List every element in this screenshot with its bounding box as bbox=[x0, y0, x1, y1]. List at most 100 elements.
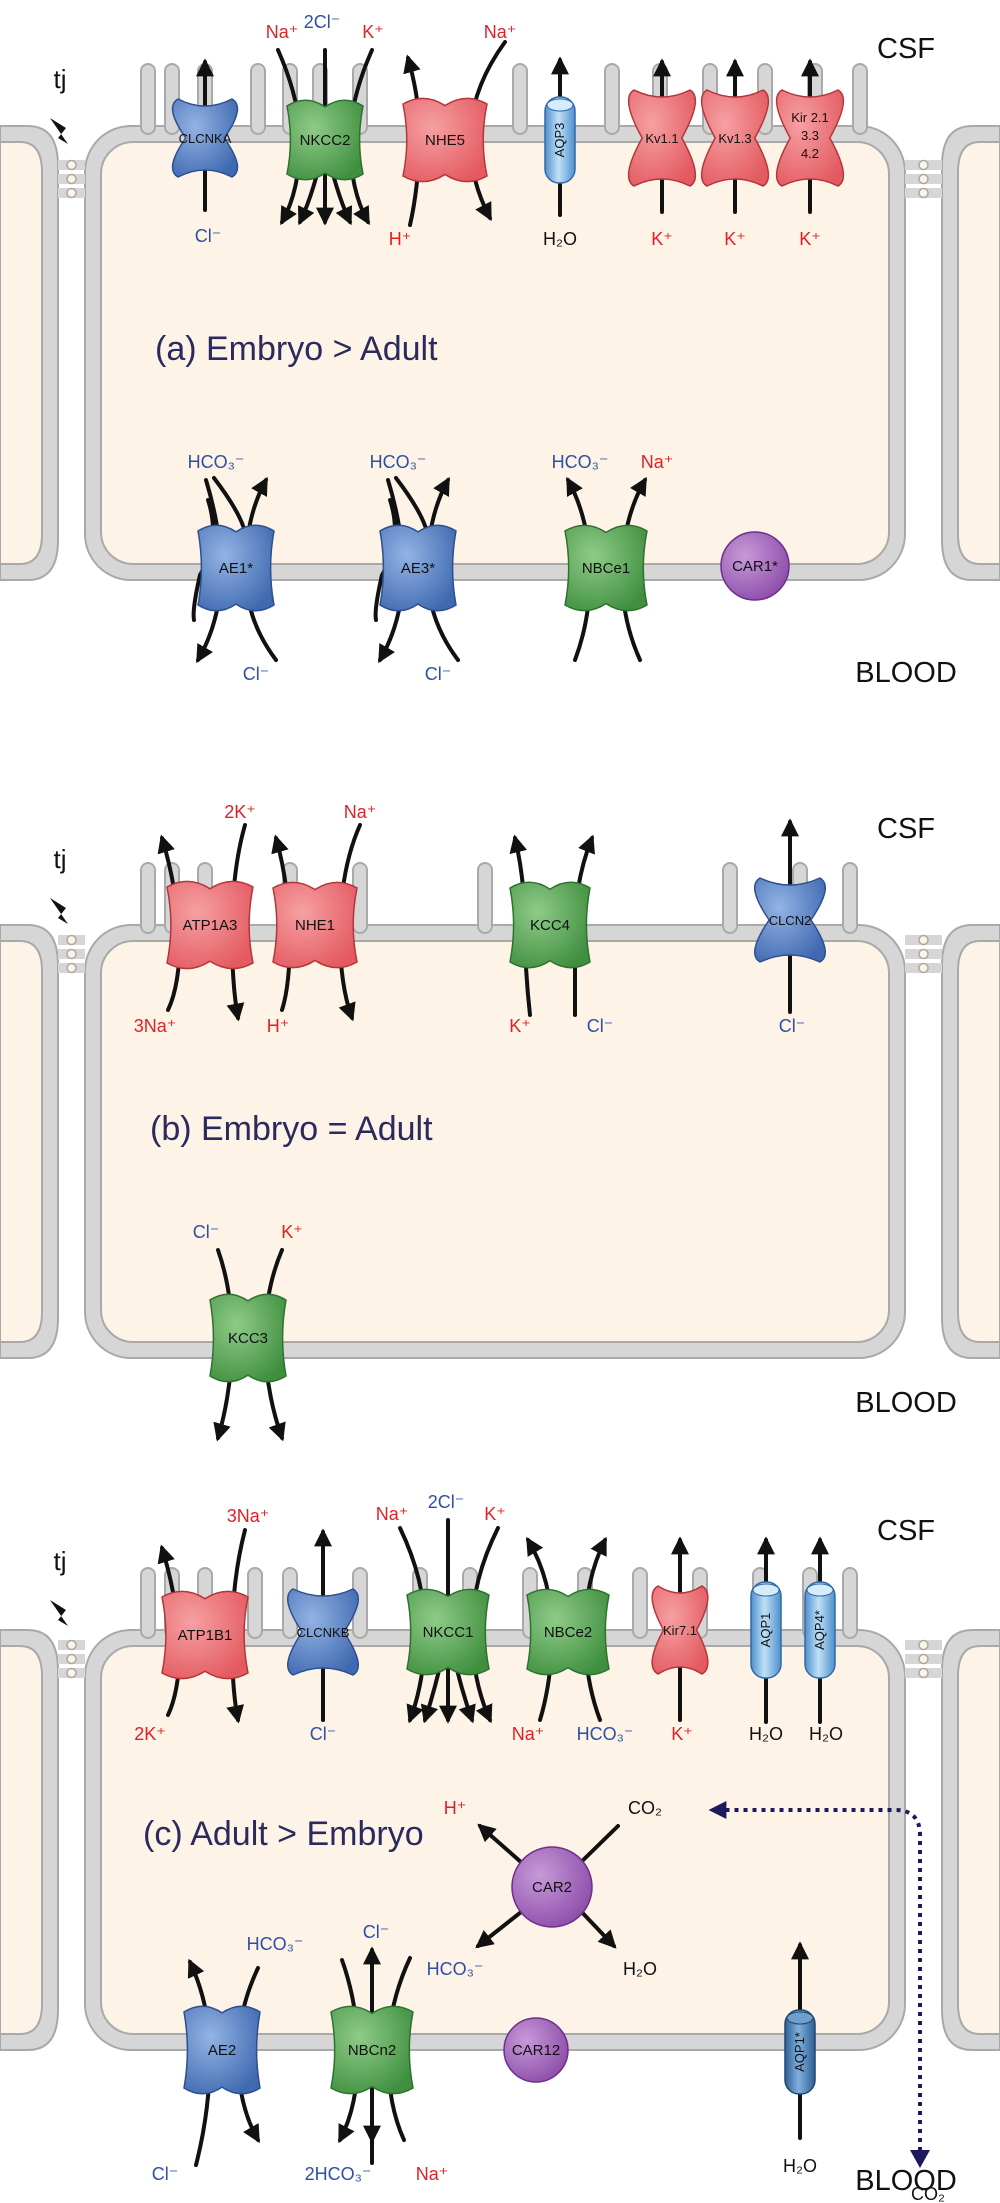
atp1b1-ion-3na: 3Na⁺ bbox=[227, 1506, 270, 1526]
nhe1-transporter bbox=[272, 881, 358, 969]
kir7-1-channel bbox=[651, 1585, 709, 1675]
aqp4-label: AQP4* bbox=[812, 1610, 827, 1650]
car12-label: CAR12 bbox=[512, 2042, 560, 2059]
kv1-1-channel bbox=[627, 89, 697, 187]
aquaporin-cap bbox=[806, 1583, 834, 1597]
tight-junction-strand bbox=[918, 173, 929, 185]
nbce1-ion-hco3: HCO₃⁻ bbox=[552, 452, 609, 472]
tight-junction-strand bbox=[66, 962, 77, 974]
kir-label-line-0: Kir 2.1 bbox=[791, 110, 829, 125]
aquaporin-cap bbox=[752, 1583, 780, 1597]
car2-ion-hco3: HCO₃⁻ bbox=[427, 1959, 484, 1979]
undefined-channel bbox=[171, 98, 239, 178]
aqp4-ion-water: H₂O bbox=[809, 1724, 843, 1744]
tight-junction-strand bbox=[66, 934, 77, 946]
cell-panel-c bbox=[0, 1567, 1000, 2051]
kcc3-ion-k: K⁺ bbox=[281, 1222, 303, 1242]
aqp3-label: AQP3 bbox=[552, 123, 567, 158]
ae1-ion-hco3: HCO₃⁻ bbox=[188, 452, 245, 472]
neighbor-cytoplasm-right bbox=[957, 940, 1000, 1343]
nhe5-ion-h: H⁺ bbox=[389, 229, 412, 249]
co2-blood-label: CO₂ bbox=[911, 2184, 945, 2203]
car2-label: CAR2 bbox=[532, 1879, 572, 1896]
neighbor-cytoplasm-left bbox=[0, 141, 43, 565]
nbce2-ion-na: Na⁺ bbox=[512, 1724, 545, 1744]
microvillus bbox=[477, 862, 493, 934]
car2-ion-h: H⁺ bbox=[444, 1798, 467, 1818]
nhe5-ion-na: Na⁺ bbox=[484, 22, 517, 42]
kcc4-transporter bbox=[509, 881, 591, 969]
ae3-ion-hco3: HCO₃⁻ bbox=[370, 452, 427, 472]
kir7-ion-k: K⁺ bbox=[671, 1724, 693, 1744]
tj-arrowhead bbox=[50, 1600, 68, 1626]
aqp3-ion-water: H₂O bbox=[543, 229, 577, 249]
ae1-label: AE1* bbox=[219, 560, 253, 577]
kcc4-label: KCC4 bbox=[530, 917, 570, 934]
microvillus bbox=[604, 63, 620, 135]
kv1-3-channel bbox=[700, 89, 770, 187]
nbcn2-ion-2hco3: 2HCO₃⁻ bbox=[305, 2164, 372, 2184]
aqp1-label: AQP1 bbox=[758, 1613, 773, 1648]
blood-label-a: BLOOD bbox=[855, 657, 957, 689]
kv1-3-label: Kv1.3 bbox=[718, 131, 751, 146]
nkcc2-transporter bbox=[286, 99, 364, 181]
cell-cytoplasm bbox=[100, 940, 890, 1343]
nbce1-ion-na: Na⁺ bbox=[641, 452, 674, 472]
panel-b-title: (b) Embryo = Adult bbox=[150, 1110, 433, 1148]
kv1-3-ion-k: K⁺ bbox=[724, 229, 746, 249]
cell-panel-a bbox=[0, 63, 1000, 581]
atp1b1-label: ATP1B1 bbox=[178, 1627, 233, 1644]
co2-arrowhead-down bbox=[910, 2150, 930, 2168]
csf-label-a: CSF bbox=[877, 33, 935, 65]
ae2-ion-cl: Cl⁻ bbox=[152, 2164, 179, 2184]
clcnkb-ion-cl: Cl⁻ bbox=[310, 1724, 337, 1744]
microvillus bbox=[247, 1567, 263, 1639]
panel-c-title: (c) Adult > Embryo bbox=[143, 1815, 424, 1853]
ae3-path-a bbox=[373, 498, 397, 622]
clcn2-ion-cl: Cl⁻ bbox=[779, 1016, 806, 1036]
aquaporin-cap bbox=[546, 98, 574, 112]
kir7-1-label: Kir7.1 bbox=[663, 1623, 697, 1638]
blood-label-b: BLOOD bbox=[855, 1387, 957, 1419]
tj-arrowhead bbox=[50, 898, 68, 924]
microvillus bbox=[140, 63, 156, 135]
aqp1star-label: AQP1* bbox=[792, 2032, 807, 2072]
tight-junction-strand bbox=[66, 1667, 77, 1679]
kv1-1-ion-k: K⁺ bbox=[651, 229, 673, 249]
atp1b1-transporter bbox=[161, 1590, 249, 1680]
ae3-transporter bbox=[379, 524, 457, 612]
clcnka-label: CLCNKA bbox=[179, 131, 232, 146]
nkcc2-ion-na: Na⁺ bbox=[266, 22, 299, 42]
kcc4-ion-cl: Cl⁻ bbox=[587, 1016, 614, 1036]
nbcn2-transporter bbox=[330, 2005, 414, 2095]
tight-junction-strand bbox=[66, 1653, 77, 1665]
nbce2-label: NBCe2 bbox=[544, 1624, 592, 1641]
aqp1-ion-water: H₂O bbox=[749, 1724, 783, 1744]
tight-junction-strand bbox=[918, 1667, 929, 1679]
microvillus bbox=[250, 63, 266, 135]
kcc3-transporter bbox=[209, 1293, 287, 1383]
aquaporin-cap bbox=[786, 2011, 814, 2025]
nkcc2-ion-k: K⁺ bbox=[362, 22, 384, 42]
car1-label: CAR1* bbox=[732, 558, 778, 575]
ae2-ion-hco3: HCO₃⁻ bbox=[247, 1934, 304, 1954]
ae2-transporter bbox=[183, 2005, 261, 2095]
nhe5-transporter bbox=[402, 97, 488, 183]
microvillus bbox=[632, 1567, 648, 1639]
nbce2-transporter bbox=[526, 1588, 610, 1676]
clcnkb-channel bbox=[286, 1588, 360, 1676]
nkcc2-ion-2cl: 2Cl⁻ bbox=[304, 12, 341, 32]
nhe1-label: NHE1 bbox=[295, 917, 335, 934]
nkcc1-ion-na: Na⁺ bbox=[376, 1504, 409, 1524]
aqp1star-aquaporin bbox=[784, 2009, 816, 2095]
nkcc1-transporter bbox=[406, 1588, 490, 1676]
tight-junction-strand bbox=[918, 159, 929, 171]
tight-junction-strand bbox=[918, 948, 929, 960]
tight-junction-strand bbox=[66, 187, 77, 199]
tight-junction-strand bbox=[918, 934, 929, 946]
cell-panel-b bbox=[0, 862, 1000, 1359]
nbce1-transporter bbox=[564, 524, 648, 612]
neighbor-cytoplasm-left bbox=[0, 940, 43, 1343]
ae3-ion-cl: Cl⁻ bbox=[425, 664, 452, 684]
co2-diffusion-path bbox=[708, 1801, 922, 2160]
